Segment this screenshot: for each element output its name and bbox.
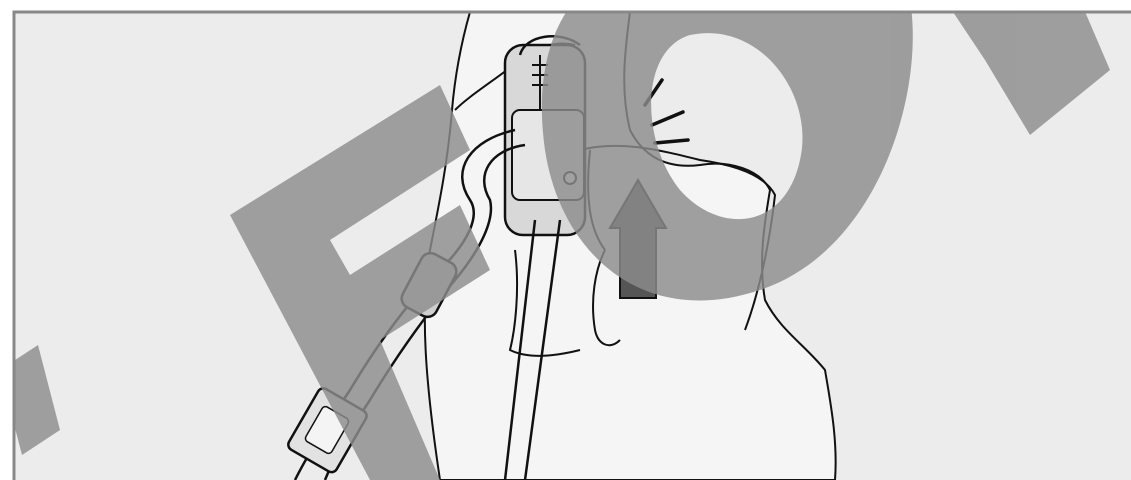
illustration-svg — [0, 0, 1131, 480]
figure-panel — [0, 0, 1131, 480]
figure-stage — [0, 0, 1131, 480]
